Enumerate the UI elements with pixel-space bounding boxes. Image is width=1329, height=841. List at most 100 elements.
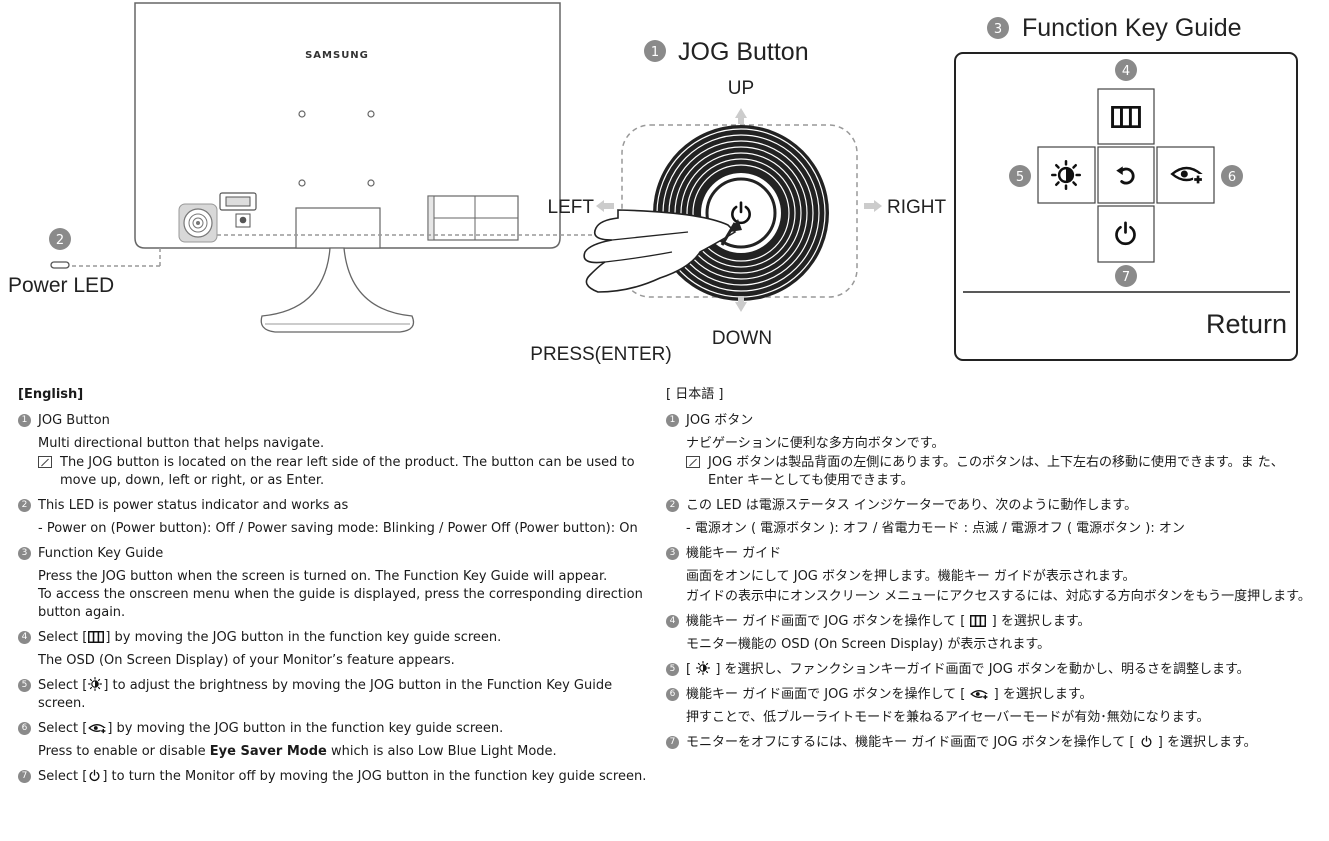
en-num-6: 6 bbox=[18, 722, 31, 735]
ja-item-5: 5 [ ] を選択し、ファンクションキーガイド画面で JOG ボタンを動かし、明る… bbox=[666, 661, 1316, 679]
en-item-1: 1 JOG Button Multi directional button tha… bbox=[18, 412, 648, 490]
japanese-section: [ 日本語 ] 1 JOG ボタン ナビゲーションに便利な多方向ボタンです。 JO… bbox=[666, 386, 1316, 759]
ja-item-4: 4 機能キー ガイド画面で JOG ボタンを操作して [ ] を選択します。 モニ… bbox=[666, 613, 1316, 654]
guide-brightness-icon bbox=[1051, 160, 1081, 190]
en-item-5: 5 Select [] to adjust the brightness by m… bbox=[18, 677, 648, 713]
ja-num-5: 5 bbox=[666, 663, 679, 676]
ja-item-2-title: この LED は電源ステータス インジケーターであり、次のように動作します。 bbox=[686, 498, 1138, 513]
en-item-3: 3 Function Key Guide Press the JOG button… bbox=[18, 545, 648, 622]
en-item-3-line1: Press the JOG button when the screen is … bbox=[38, 569, 608, 584]
en-item-3-line2: To access the onscreen menu when the gui… bbox=[38, 587, 643, 620]
guide-title: Function Key Guide bbox=[1022, 14, 1242, 42]
ja-item-5-post: ] を選択し、ファンクションキーガイド画面で JOG ボタンを動かし、明るさを調… bbox=[711, 662, 1250, 677]
brightness-icon bbox=[88, 677, 102, 691]
ja-num-7: 7 bbox=[666, 736, 679, 749]
power-icon bbox=[88, 769, 101, 782]
japanese-header: [ 日本語 ] bbox=[666, 387, 724, 402]
en-item-4-pre: Select [ bbox=[38, 630, 88, 645]
en-item-7-post: ] to turn the Monitor off by moving the … bbox=[102, 769, 647, 784]
en-item-1-line: Multi directional button that helps navi… bbox=[38, 436, 325, 451]
ja-item-1: 1 JOG ボタン ナビゲーションに便利な多方向ボタンです。 JOG ボタンは製品… bbox=[666, 412, 1316, 490]
ja-item-1-note: JOG ボタンは製品背面の左側にあります。このボタンは、上下左右の移動に使用でき… bbox=[708, 455, 1284, 488]
ja-item-3: 3 機能キー ガイド 画面をオンにして JOG ボタンを押します。機能キー ガイド… bbox=[666, 545, 1316, 606]
english-section: [English] 1 JOG Button Multi directional … bbox=[18, 386, 648, 793]
ja-item-4-post: ] を選択します。 bbox=[987, 614, 1091, 629]
ja-item-1-title: JOG ボタン bbox=[686, 413, 754, 428]
jog-title: JOG Button bbox=[678, 38, 809, 66]
monitor-rear: SAMSUNG bbox=[134, 2, 561, 333]
en-item-6-line-post: which is also Low Blue Light Mode. bbox=[326, 744, 557, 759]
en-item-2-line: - Power on (Power button): Off / Power s… bbox=[38, 521, 638, 536]
en-item-6-pre: Select [ bbox=[38, 721, 88, 736]
dir-left-label: LEFT bbox=[548, 197, 595, 218]
en-item-2: 2 This LED is power status indicator and … bbox=[18, 497, 648, 538]
en-item-6-line-pre: Press to enable or disable bbox=[38, 744, 210, 759]
dir-right-label: RIGHT bbox=[887, 197, 947, 218]
en-item-1-title: JOG Button bbox=[38, 413, 110, 428]
en-item-3-title: Function Key Guide bbox=[38, 546, 164, 561]
note-icon bbox=[686, 456, 700, 468]
ja-item-5-pre: [ bbox=[686, 662, 696, 677]
ja-num-4: 4 bbox=[666, 615, 679, 628]
en-num-7: 7 bbox=[18, 770, 31, 783]
power-icon bbox=[1140, 735, 1153, 748]
callout-number-6: 6 bbox=[1228, 170, 1236, 185]
en-num-3: 3 bbox=[18, 547, 31, 560]
callout-number-7: 7 bbox=[1122, 270, 1130, 285]
dir-down-label: DOWN bbox=[712, 328, 772, 349]
en-num-2: 2 bbox=[18, 499, 31, 512]
jog-button-diagram: 1 JOG Button UP DOWN LEFT RIGHT PRESS(EN… bbox=[530, 38, 946, 365]
eye-saver-icon bbox=[88, 722, 106, 734]
menu-icon bbox=[88, 631, 104, 643]
callout-number-2: 2 bbox=[56, 233, 64, 248]
en-item-1-note: The JOG button is located on the rear le… bbox=[60, 455, 635, 488]
en-item-7-pre: Select [ bbox=[38, 769, 88, 784]
en-num-5: 5 bbox=[18, 679, 31, 692]
ja-item-4-line: モニター機能の OSD (On Screen Display) が表示されます。 bbox=[686, 637, 1051, 652]
product-illustration: SAMSUNG 2 Power LED 1 JOG Button bbox=[8, 2, 1298, 365]
callout-number-1-bg bbox=[644, 40, 666, 62]
callout-number-5: 5 bbox=[1016, 170, 1024, 185]
en-item-6: 6 Select [ ] by moving the JOG button in t… bbox=[18, 720, 648, 761]
en-item-4-line: The OSD (On Screen Display) of your Moni… bbox=[38, 653, 455, 668]
dir-up-label: UP bbox=[728, 78, 754, 99]
ja-num-3: 3 bbox=[666, 547, 679, 560]
ja-num-6: 6 bbox=[666, 688, 679, 701]
en-item-6-post: ] by moving the JOG button in the functi… bbox=[107, 721, 504, 736]
en-item-4: 4 Select [ ] by moving the JOG button in t… bbox=[18, 629, 648, 670]
en-item-7: 7 Select [ ] to turn the Monitor off by mo… bbox=[18, 768, 648, 786]
return-label: Return bbox=[1206, 309, 1287, 339]
ja-num-2: 2 bbox=[666, 499, 679, 512]
ja-item-7-pre: モニターをオフにするには、機能キー ガイド画面で JOG ボタンを操作して [ bbox=[686, 735, 1139, 750]
en-item-5-pre: Select [ bbox=[38, 678, 88, 693]
en-item-2-title: This LED is power status indicator and w… bbox=[38, 498, 349, 513]
en-num-1: 1 bbox=[18, 414, 31, 427]
ja-item-3-title: 機能キー ガイド bbox=[686, 546, 782, 561]
en-num-4: 4 bbox=[18, 631, 31, 644]
ja-item-6-line: 押すことで、低ブルーライトモードを兼ねるアイセーバーモードが有効･無効になります… bbox=[686, 710, 1210, 725]
function-key-guide-diagram: 3 Function Key Guide Return 4 5 6 7 bbox=[954, 14, 1298, 361]
eye-saver-icon bbox=[970, 688, 988, 700]
brightness-icon bbox=[696, 661, 710, 675]
ja-num-1: 1 bbox=[666, 414, 679, 427]
press-enter-label: PRESS(ENTER) bbox=[530, 344, 671, 365]
english-header: [English] bbox=[18, 387, 84, 402]
en-item-4-post: ] by moving the JOG button in the functi… bbox=[105, 630, 502, 645]
ja-item-3-line1: 画面をオンにして JOG ボタンを押します。機能キー ガイドが表示されます。 bbox=[686, 569, 1136, 584]
ja-item-2-line: - 電源オン ( 電源ボタン ): オフ / 省電力モード : 点滅 / 電源オ… bbox=[686, 521, 1185, 536]
ja-item-1-line: ナビゲーションに便利な多方向ボタンです。 bbox=[686, 436, 945, 451]
ja-item-7: 7 モニターをオフにするには、機能キー ガイド画面で JOG ボタンを操作して [… bbox=[666, 734, 1316, 752]
ja-item-3-line2: ガイドの表示中にオンスクリーン メニューにアクセスするには、対応する方向ボタンを… bbox=[686, 589, 1311, 604]
menu-icon bbox=[970, 615, 986, 627]
ja-item-4-pre: 機能キー ガイド画面で JOG ボタンを操作して [ bbox=[686, 614, 970, 629]
brand-logo: SAMSUNG bbox=[305, 50, 369, 61]
callout-number-1: 1 bbox=[651, 45, 659, 60]
en-item-5-post: ] to adjust the brightness by moving the… bbox=[38, 678, 613, 711]
ja-item-7-post: ] を選択します。 bbox=[1153, 735, 1257, 750]
ja-item-6-pre: 機能キー ガイド画面で JOG ボタンを操作して [ bbox=[686, 687, 970, 702]
callout-number-4: 4 bbox=[1122, 64, 1130, 79]
power-led-label: Power LED bbox=[8, 274, 114, 297]
en-item-6-line-bold: Eye Saver Mode bbox=[209, 744, 327, 759]
